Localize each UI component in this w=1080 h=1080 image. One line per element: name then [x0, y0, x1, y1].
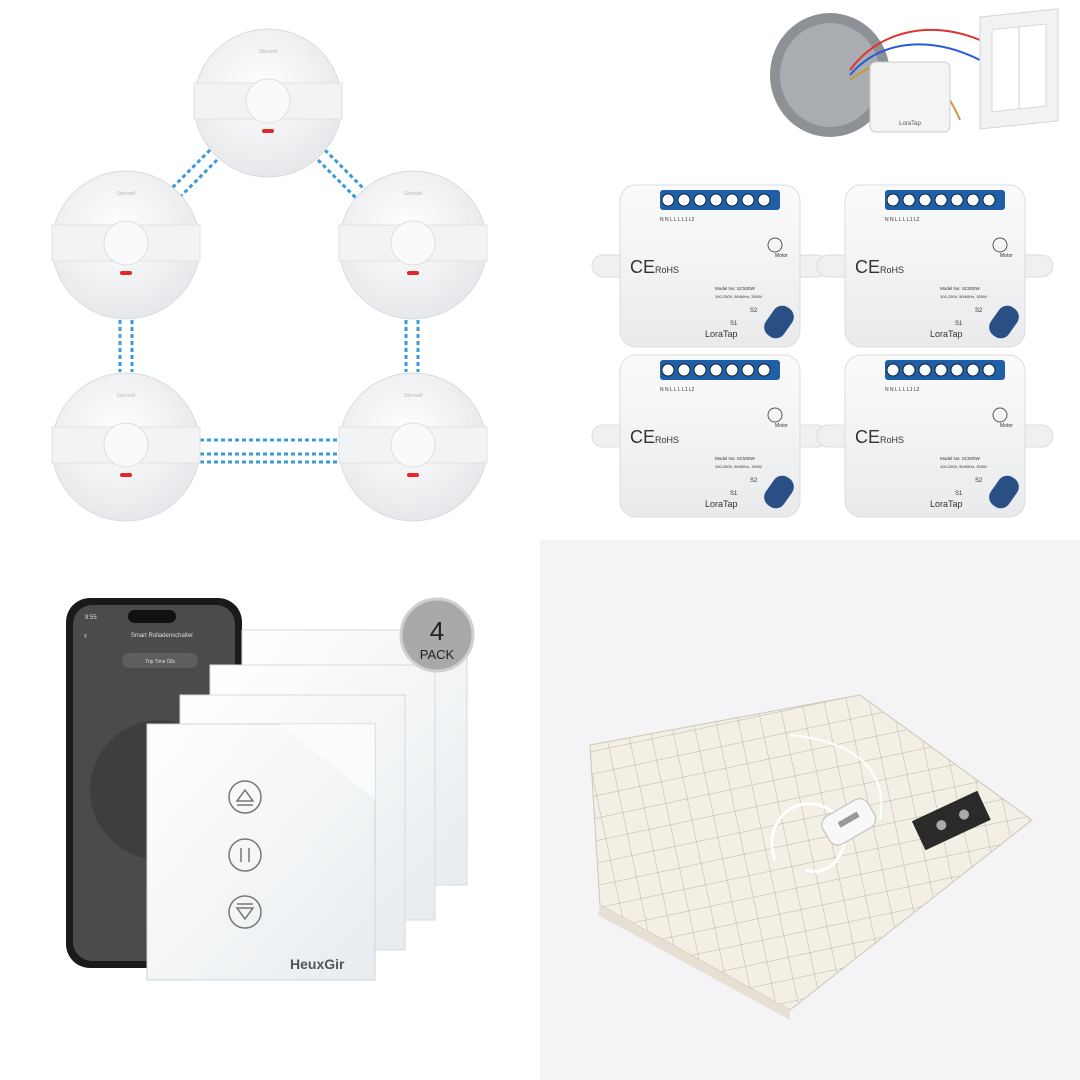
module-label: S2	[750, 308, 758, 314]
smoke-alarm: Siterwell	[51, 372, 201, 522]
pause-button[interactable]	[228, 838, 262, 872]
module-label: Motor	[775, 253, 788, 259]
brand-marking: Siterwell	[404, 191, 423, 197]
module-label: S2	[975, 308, 983, 314]
module-brand-label: LoraTap	[899, 121, 921, 127]
module-label: Model No: SC500W	[715, 456, 756, 461]
module-label: LoraTap	[930, 499, 963, 509]
module-label: Motor	[1000, 253, 1013, 259]
brand-label: HeuxGir	[290, 956, 345, 972]
smoke-alarm: Siterwell	[51, 170, 201, 320]
module-label: 100-250V, 50/60Hz, 300W	[940, 294, 987, 299]
wall-switch	[979, 8, 1059, 130]
module-label: CE	[630, 257, 655, 277]
module-label: N N L L L L1 L2	[660, 387, 695, 393]
status-led	[407, 473, 419, 477]
module-label: RoHS	[655, 265, 679, 275]
status-led	[262, 129, 274, 133]
module-label: S1	[730, 491, 738, 497]
module-label: Model No: SC500W	[715, 286, 756, 291]
module-label: RoHS	[655, 435, 679, 445]
module-label: S1	[955, 321, 963, 327]
ground-cable	[770, 802, 847, 873]
status-time: 9:55	[85, 615, 97, 621]
module-label: CE	[855, 257, 880, 277]
module-label: LoraTap	[930, 329, 963, 339]
module-label: CE	[630, 427, 655, 447]
module-label: LoraTap	[705, 329, 738, 339]
grounding-mat	[589, 694, 1033, 1020]
module-label: S2	[750, 478, 758, 484]
down-button[interactable]	[228, 895, 262, 929]
module-label: S2	[975, 478, 983, 484]
module-label: RoHS	[880, 435, 904, 445]
module-label: RoHS	[880, 265, 904, 275]
module-label: S1	[730, 321, 738, 327]
module-label: 100-250V, 50/60Hz, 300W	[715, 294, 762, 299]
smoke-alarm: Siterwell	[338, 170, 488, 320]
brand-marking: Siterwell	[117, 191, 136, 197]
screw-slot	[989, 305, 1019, 339]
up-button[interactable]	[228, 780, 262, 814]
screw-slot	[764, 475, 794, 509]
module-label: Motor	[1000, 423, 1013, 429]
module-label: 100-250V, 50/60Hz, 300W	[715, 464, 762, 469]
module-label: Model No: SC500W	[940, 286, 981, 291]
ground-plug	[821, 798, 877, 846]
switch-panels-stack: HeuxGir	[146, 629, 468, 981]
module-label: Motor	[775, 423, 788, 429]
pack-count: 4	[430, 616, 444, 646]
brand-marking: Siterwell	[404, 393, 423, 399]
trip-time-label: Trip Time 00s	[145, 659, 176, 665]
trip-time-pill[interactable]	[122, 653, 198, 668]
relay-module-small	[869, 61, 951, 133]
module-label: N N L L L L1 L2	[885, 387, 920, 393]
module-label: N N L L L L1 L2	[660, 217, 695, 223]
pack-badge: 4 PACK	[399, 597, 475, 673]
smoke-alarm: Siterwell	[338, 372, 488, 522]
screw-slot	[989, 475, 1019, 509]
shutter-switch-set: 9:55 ‹ Smart Rolladenschalter Trip Time …	[66, 597, 475, 981]
wiring-illustration: LoraTap	[770, 8, 1059, 137]
module-label: Model No: SC500W	[940, 456, 981, 461]
status-led	[407, 271, 419, 275]
back-icon[interactable]: ‹	[84, 630, 87, 640]
module-label: CE	[855, 427, 880, 447]
smoke-alarm: Siterwell	[193, 28, 343, 178]
module-label: LoraTap	[705, 499, 738, 509]
snap-connector	[911, 790, 991, 851]
screw-slot	[764, 305, 794, 339]
status-led	[120, 473, 132, 477]
brand-marking: Siterwell	[117, 393, 136, 399]
module-label: N N L L L L1 L2	[885, 217, 920, 223]
status-led	[120, 271, 132, 275]
pack-label: PACK	[420, 647, 455, 662]
module-label: 100-250V, 50/60Hz, 300W	[940, 464, 987, 469]
dynamic-island	[128, 610, 176, 623]
brand-marking: Siterwell	[259, 49, 278, 55]
module-label: S1	[955, 491, 963, 497]
screen-title: Smart Rolladenschalter	[131, 633, 193, 639]
